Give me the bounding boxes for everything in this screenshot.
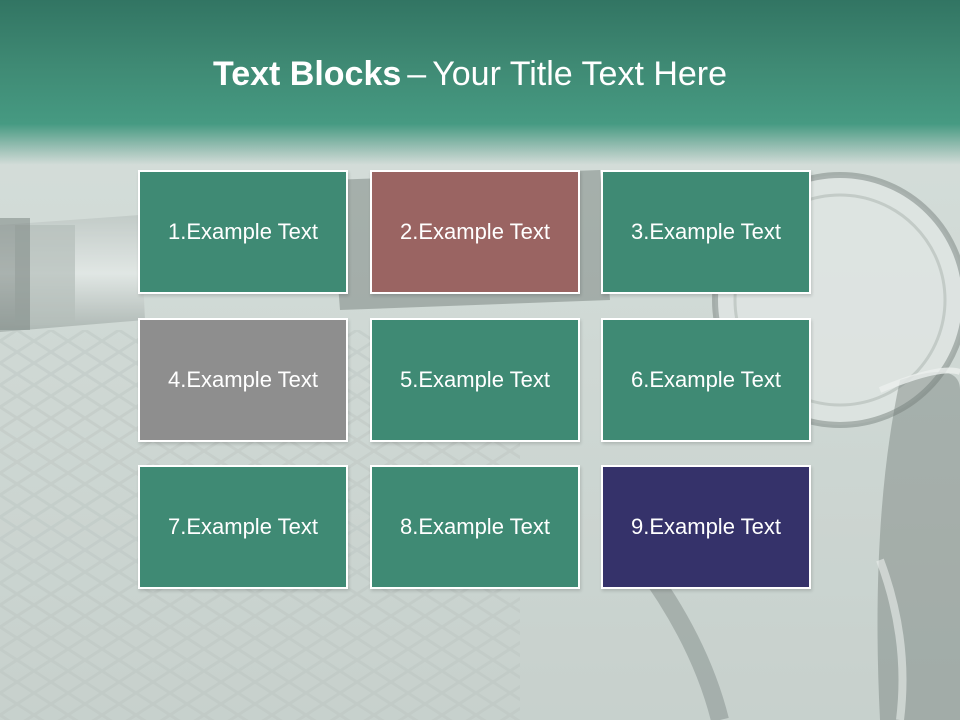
text-block-grid: 1.Example Text 2.Example Text 3.Example … bbox=[138, 170, 818, 595]
text-block-5: 5.Example Text bbox=[370, 318, 580, 442]
text-block-3: 3.Example Text bbox=[601, 170, 811, 294]
text-block-9: 9.Example Text bbox=[601, 465, 811, 589]
text-block-8: 8.Example Text bbox=[370, 465, 580, 589]
text-block-7: 7.Example Text bbox=[138, 465, 348, 589]
slide-title: Text Blocks–Your Title Text Here bbox=[0, 52, 940, 96]
text-block-1: 1.Example Text bbox=[138, 170, 348, 294]
title-dash: – bbox=[407, 55, 427, 93]
title-bold-part: Text Blocks bbox=[212, 55, 402, 93]
text-block-2: 2.Example Text bbox=[370, 170, 580, 294]
title-rest: Your Title Text Here bbox=[432, 55, 728, 93]
header-band bbox=[0, 0, 960, 165]
text-block-6: 6.Example Text bbox=[601, 318, 811, 442]
text-block-4: 4.Example Text bbox=[138, 318, 348, 442]
